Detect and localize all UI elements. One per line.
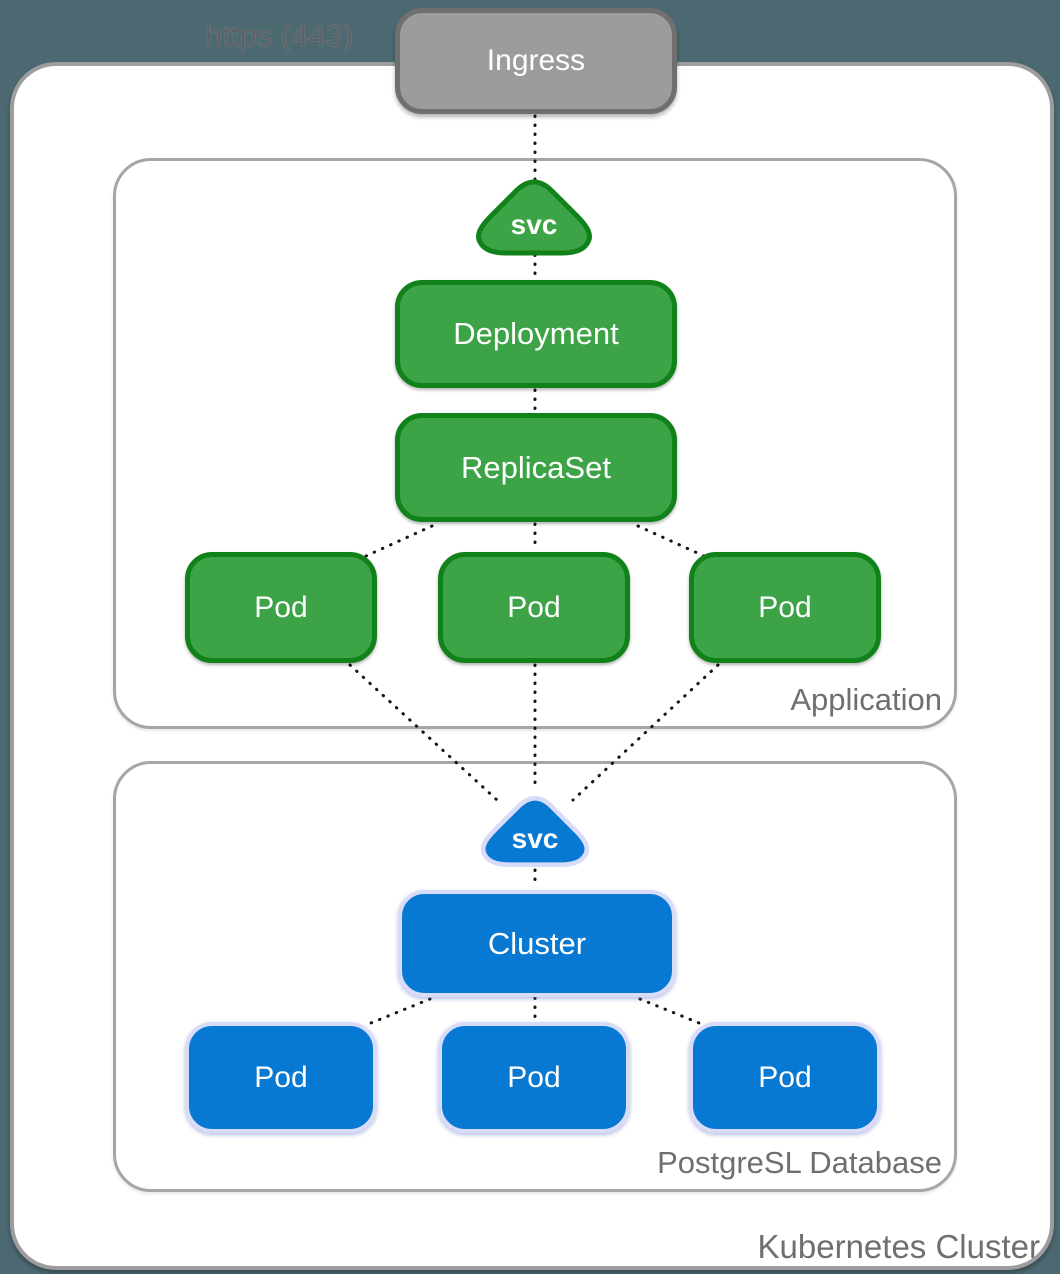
pod-label: Pod <box>758 1060 812 1094</box>
kubernetes-cluster-label: Kubernetes Cluster <box>757 1228 1040 1265</box>
db-svc-label: svc <box>511 823 559 854</box>
app-svc-node: svc <box>472 178 596 256</box>
ingress-label: Ingress <box>486 44 586 77</box>
ingress-node: Ingress <box>395 8 677 114</box>
pod-label: Pod <box>507 590 561 624</box>
pod-label: Pod <box>254 590 308 624</box>
pod-label: Pod <box>254 1060 308 1094</box>
edge-label-https: https (443) <box>205 18 354 53</box>
deployment-label: Deployment <box>453 316 619 351</box>
svc-shape-icon <box>480 795 590 868</box>
replicaset-node: ReplicaSet <box>395 413 677 522</box>
db-pod-node: Pod <box>689 1022 881 1133</box>
cluster-node: Cluster <box>398 890 676 997</box>
app-pod-node: Pod <box>185 552 377 663</box>
app-pod-node: Pod <box>689 552 881 663</box>
db-svc-node: svc <box>477 792 593 870</box>
deployment-node: Deployment <box>395 280 677 388</box>
db-pod-node: Pod <box>185 1022 377 1133</box>
cluster-label: Cluster <box>487 925 587 961</box>
svc-shape-icon <box>476 179 592 256</box>
app-pod-node: Pod <box>438 552 630 663</box>
application-label: Application <box>790 682 942 717</box>
database-label: PostgreSL Database <box>657 1145 942 1180</box>
db-pod-node: Pod <box>438 1022 630 1133</box>
app-svc-label: svc <box>510 209 558 240</box>
pod-label: Pod <box>507 1060 561 1094</box>
pod-label: Pod <box>758 590 812 624</box>
replicaset-label: ReplicaSet <box>461 449 611 485</box>
